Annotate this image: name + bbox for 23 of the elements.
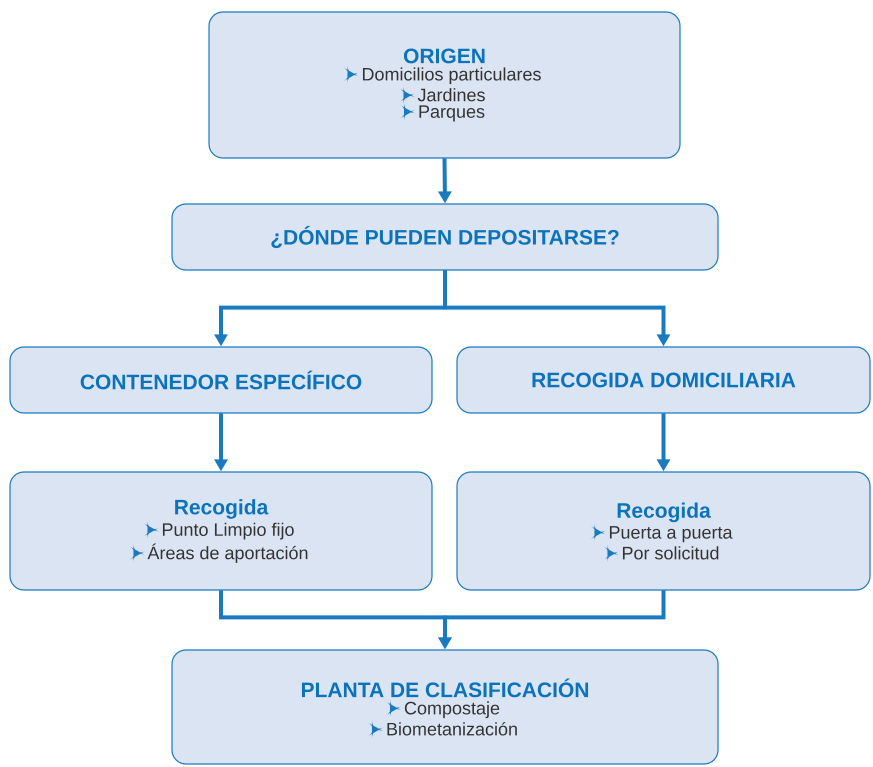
list-item: Por solicitud (622, 546, 718, 560)
list-item: Biometanización (387, 722, 517, 736)
box-heading: PLANTA DE CLASIFICACIÓN (302, 678, 588, 698)
list-item: Parques (419, 105, 484, 122)
list-item: Jardines (418, 88, 485, 102)
process-box (9, 346, 433, 414)
box-heading: Recogida (618, 502, 711, 522)
list-item: Áreas de aportación (147, 544, 308, 563)
list-item: Puerta a puerta (610, 526, 733, 542)
box-heading: CONTENEDOR ESPECÍFICO (80, 370, 362, 390)
box-heading: ¿DÓNDE PUEDEN DEPOSITARSE? (271, 226, 619, 248)
process-box (456, 471, 871, 591)
process-box (456, 346, 871, 414)
list-item: Punto Limpio fijo (162, 522, 294, 540)
process-box (171, 649, 719, 765)
process-box (171, 203, 719, 271)
process-box (9, 471, 433, 591)
process-box (208, 11, 681, 159)
box-heading: ORIGEN (404, 48, 485, 64)
list-item: Compostaje (404, 701, 500, 718)
box-heading: Recogida (175, 499, 268, 519)
box-heading: RECOGIDA DOMICILIARIA (532, 372, 796, 388)
list-item: Domicilios particulares (362, 67, 541, 84)
